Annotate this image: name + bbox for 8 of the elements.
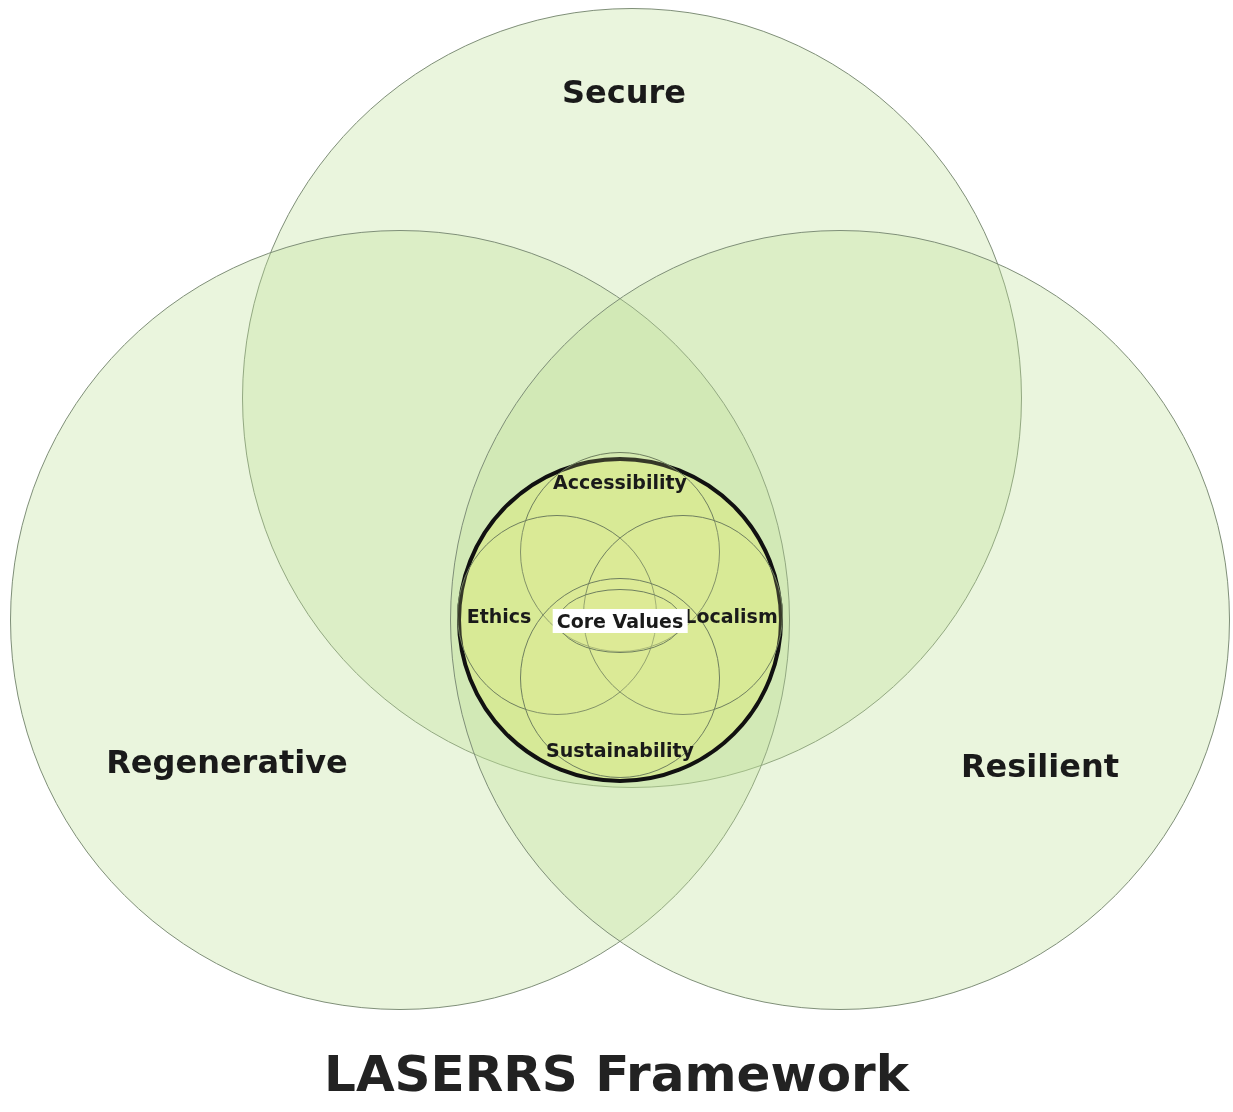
circle-label: Secure [562, 73, 686, 111]
circle-label: Regenerative [106, 743, 348, 781]
circle-label: Sustainability [546, 739, 694, 761]
circle-label: Accessibility [553, 471, 687, 493]
circle-label: Core Values [552, 609, 688, 633]
circle-label: Ethics [466, 605, 532, 627]
circle-label: Resilient [960, 747, 1120, 785]
diagram-title: LASERRS Framework [323, 1045, 911, 1103]
